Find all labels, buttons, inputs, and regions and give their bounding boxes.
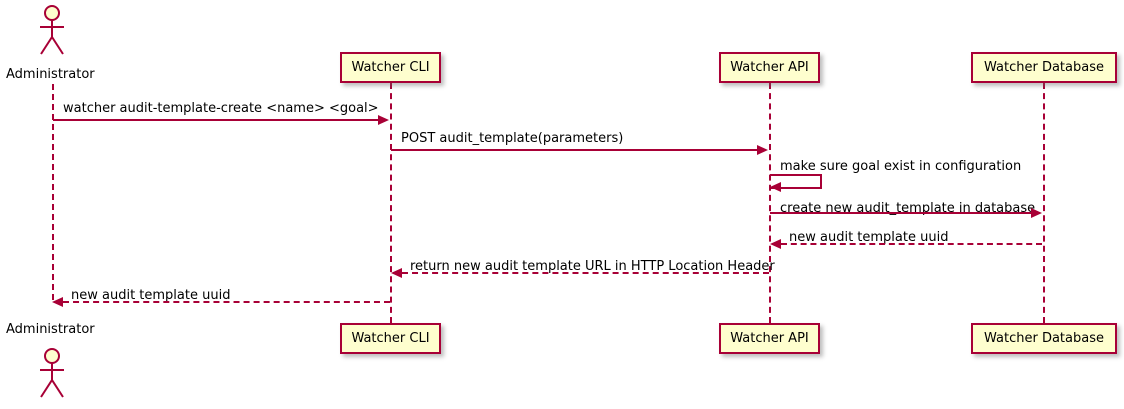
- participant-watcher-cli-top[interactable]: Watcher CLI: [340, 52, 441, 83]
- message-selfloop-3: [770, 174, 822, 189]
- participant-label-watcher-database-bottom: Watcher Database: [984, 331, 1104, 346]
- lifeline-watcher-database: [1043, 83, 1045, 323]
- lifeline-watcher-cli: [390, 83, 392, 323]
- message-arrowhead-6: [391, 268, 402, 278]
- participant-watcher-api-bottom[interactable]: Watcher API: [719, 323, 820, 354]
- message-label-2: POST audit_template(parameters): [401, 131, 624, 146]
- participant-label-watcher-api-bottom: Watcher API: [730, 331, 809, 346]
- message-arrowhead-3: [770, 182, 781, 192]
- message-line-1: [53, 119, 379, 121]
- message-arrowhead-7: [52, 297, 63, 307]
- actor-administrator-bottom: [40, 348, 64, 398]
- actor-administrator-top: [40, 5, 64, 55]
- message-arrowhead-4: [1031, 208, 1042, 218]
- message-label-1: watcher audit-template-create <name> <go…: [63, 101, 379, 116]
- actor-label-administrator-bottom: Administrator: [6, 322, 95, 337]
- participant-label-watcher-api-top: Watcher API: [730, 60, 809, 75]
- actor-label-administrator-top: Administrator: [6, 67, 95, 82]
- message-line-4: [770, 212, 1032, 214]
- message-line-6: [402, 272, 769, 274]
- message-label-6: return new audit template URL in HTTP Lo…: [410, 259, 775, 274]
- lifeline-watcher-api: [769, 83, 771, 323]
- message-arrowhead-5: [770, 239, 781, 249]
- participant-watcher-database-top[interactable]: Watcher Database: [971, 52, 1117, 83]
- lifeline-administrator: [52, 84, 54, 300]
- message-label-5: new audit template uuid: [789, 230, 949, 245]
- participant-watcher-database-bottom[interactable]: Watcher Database: [971, 323, 1117, 354]
- message-line-5: [781, 243, 1042, 245]
- participant-label-watcher-database-top: Watcher Database: [984, 60, 1104, 75]
- message-arrowhead-2: [757, 145, 768, 155]
- participant-watcher-cli-bottom[interactable]: Watcher CLI: [340, 323, 441, 354]
- message-label-3: make sure goal exist in configuration: [780, 159, 1022, 174]
- participant-label-watcher-cli-bottom: Watcher CLI: [351, 331, 430, 346]
- message-line-7: [63, 301, 390, 303]
- participant-watcher-api-top[interactable]: Watcher API: [719, 52, 820, 83]
- participant-label-watcher-cli-top: Watcher CLI: [351, 60, 430, 75]
- message-arrowhead-1: [378, 115, 389, 125]
- message-line-2: [391, 149, 758, 151]
- message-label-7: new audit template uuid: [71, 288, 231, 303]
